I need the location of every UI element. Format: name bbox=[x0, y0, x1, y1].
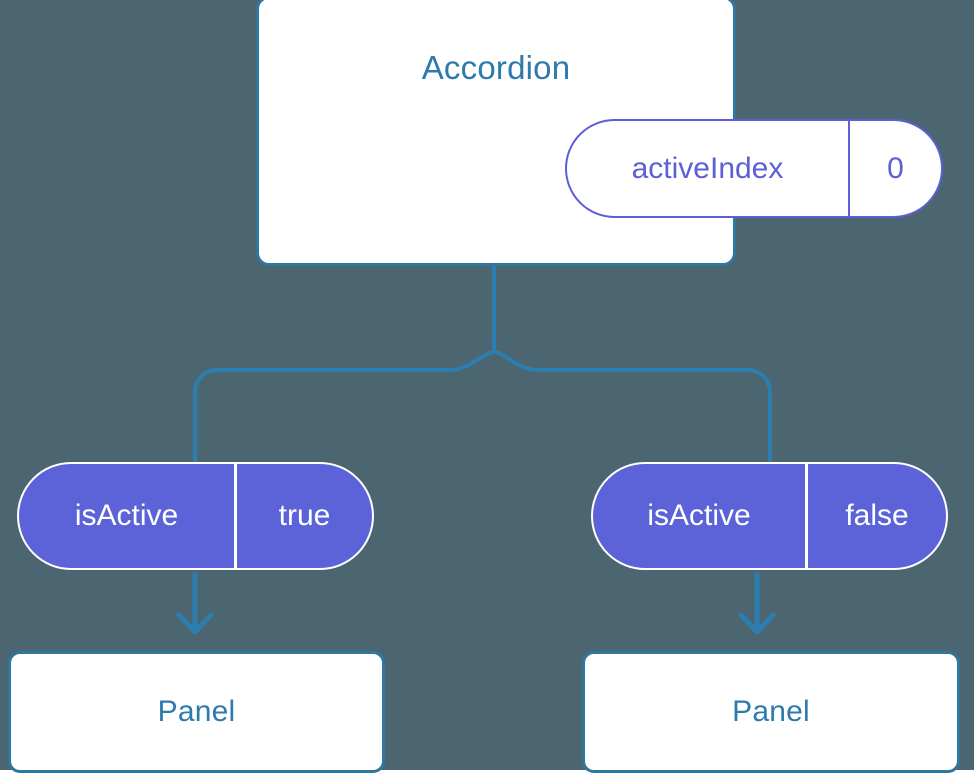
panel-node-left[interactable]: Panel bbox=[8, 651, 385, 773]
arrow-right-pill-to-panel bbox=[738, 572, 776, 635]
accordion-node-title: Accordion bbox=[421, 49, 571, 86]
prop-pill-is-active-true[interactable]: isActive true bbox=[17, 462, 374, 570]
prop-pill-is-active-true-key: isActive bbox=[74, 499, 179, 532]
prop-pill-is-active-true-value: true bbox=[234, 464, 372, 568]
state-pill-active-index-key: activeIndex bbox=[631, 151, 784, 185]
connector-branch-left bbox=[193, 350, 496, 472]
accordion-node[interactable]: Accordion activeIndex 0 bbox=[256, 0, 943, 266]
arrow-left-pill-to-panel bbox=[176, 572, 214, 635]
panel-node-left-title: Panel bbox=[157, 695, 236, 728]
state-pill-active-index[interactable]: activeIndex 0 bbox=[565, 119, 943, 218]
prop-pill-is-active-false-value: false bbox=[805, 464, 946, 568]
panel-node-right[interactable]: Panel bbox=[582, 651, 960, 773]
connector-branch-right bbox=[492, 350, 772, 472]
state-pill-active-index-value: 0 bbox=[848, 121, 941, 216]
prop-pill-is-active-false[interactable]: isActive false bbox=[591, 462, 948, 570]
prop-pill-is-active-false-key: isActive bbox=[647, 499, 751, 532]
panel-node-right-title: Panel bbox=[732, 695, 810, 728]
